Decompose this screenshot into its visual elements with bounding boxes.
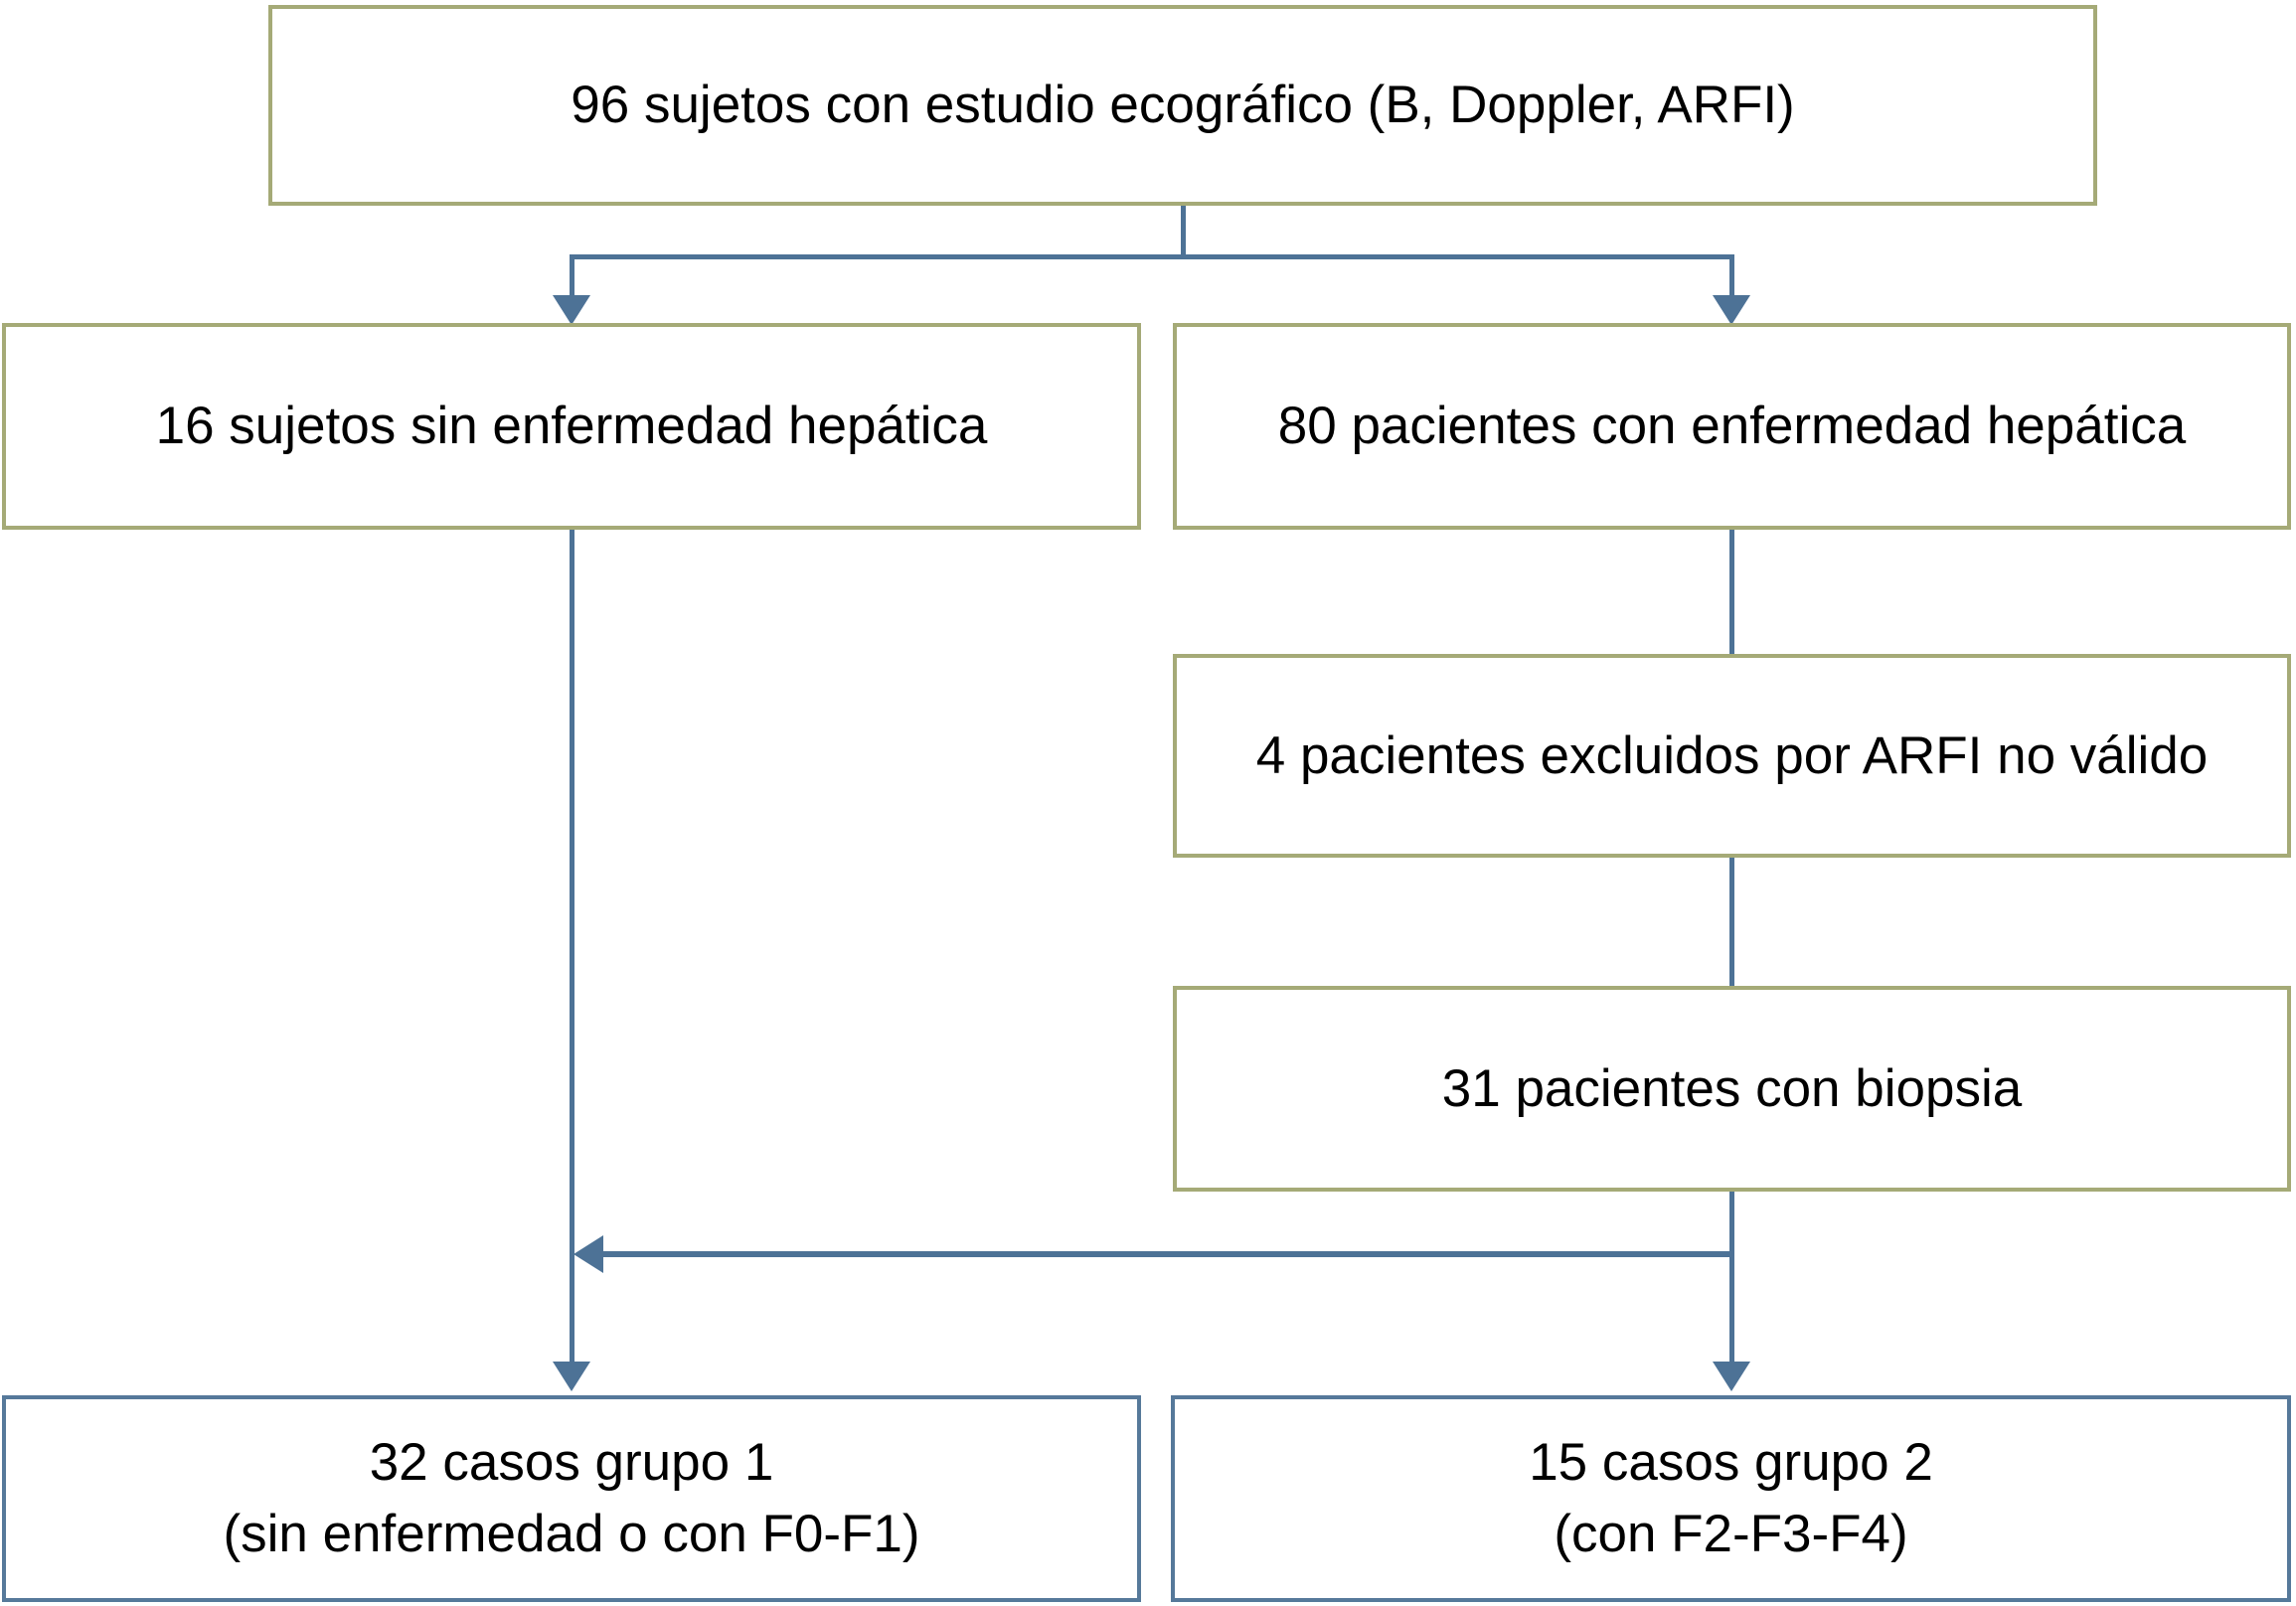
connector-nodisease-group1 bbox=[570, 530, 574, 1365]
node-liver-disease-label: 80 pacientes con enfermedad hepática bbox=[1277, 397, 2187, 456]
node-group2: 15 casos grupo 2 (con F2-F3-F4) bbox=[1171, 1395, 2291, 1602]
connector-split-horizontal bbox=[570, 254, 1734, 259]
arrowhead-left-icon bbox=[574, 1235, 603, 1273]
arrowhead-down-icon bbox=[553, 295, 590, 325]
connector-drop-left bbox=[570, 254, 574, 298]
node-total-subjects: 96 sujetos con estudio ecográfico (B, Do… bbox=[268, 5, 2097, 206]
connector-drop-right bbox=[1729, 254, 1734, 298]
arrowhead-down-icon bbox=[553, 1362, 590, 1391]
node-liver-disease: 80 pacientes con enfermedad hepática bbox=[1173, 323, 2291, 530]
connector-disease-excluded bbox=[1729, 530, 1734, 654]
connector-biopsy-group1-horizontal bbox=[600, 1251, 1733, 1257]
connector-total-stub bbox=[1181, 206, 1186, 257]
node-group1-line1: 32 casos grupo 1 bbox=[369, 1433, 774, 1493]
node-excluded-arfi: 4 pacientes excluidos por ARFI no válido bbox=[1173, 654, 2291, 858]
node-no-liver-disease-label: 16 sujetos sin enfermedad hepática bbox=[155, 397, 988, 456]
node-biopsy-label: 31 pacientes con biopsia bbox=[1441, 1058, 2023, 1118]
node-total-subjects-label: 96 sujetos con estudio ecográfico (B, Do… bbox=[571, 76, 1795, 135]
arrowhead-down-icon bbox=[1713, 1362, 1750, 1391]
node-group2-line1: 15 casos grupo 2 bbox=[1529, 1433, 1933, 1493]
connector-excluded-biopsy bbox=[1729, 858, 1734, 986]
node-group2-line2: (con F2-F3-F4) bbox=[1554, 1505, 1908, 1563]
node-excluded-arfi-label: 4 pacientes excluidos por ARFI no válido bbox=[1255, 725, 2209, 785]
node-group1-line2: (sin enfermedad o con F0-F1) bbox=[223, 1505, 920, 1563]
node-group1: 32 casos grupo 1 (sin enfermedad o con F… bbox=[2, 1395, 1141, 1602]
node-biopsy: 31 pacientes con biopsia bbox=[1173, 986, 2291, 1192]
arrowhead-down-icon bbox=[1713, 295, 1750, 325]
connector-biopsy-group2 bbox=[1729, 1192, 1734, 1365]
node-no-liver-disease: 16 sujetos sin enfermedad hepática bbox=[2, 323, 1141, 530]
